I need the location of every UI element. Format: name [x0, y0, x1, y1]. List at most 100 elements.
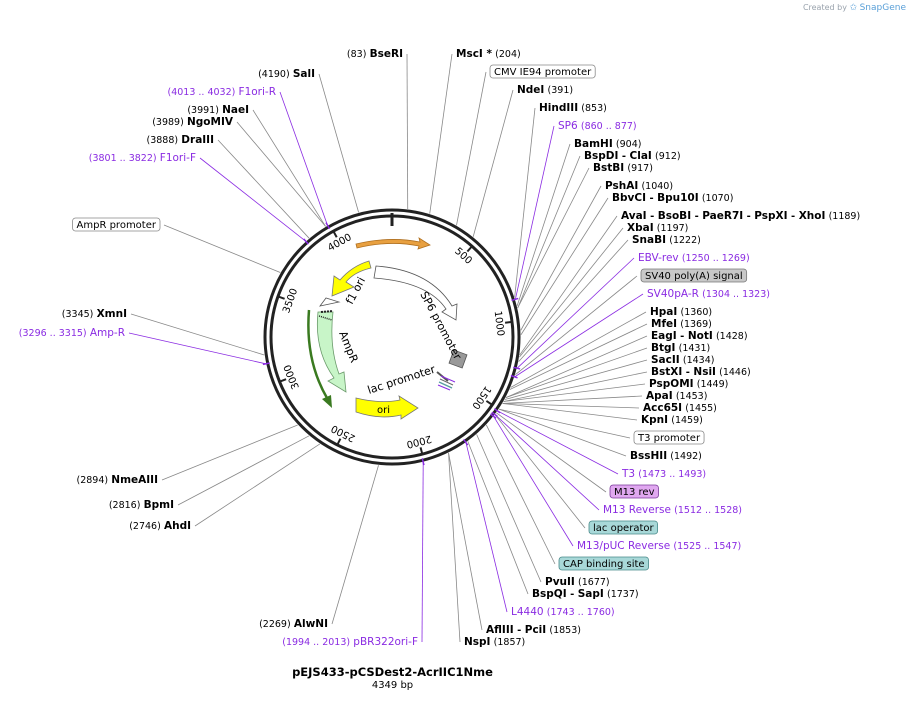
label-46-ampr-promoter-text: AmpR promoter [77, 220, 157, 231]
label-30-m13-rev: M13 rev [609, 484, 659, 499]
label-45-f1ori-f-pos: (3801 .. 3822) [89, 153, 157, 164]
ruler-tick-label-1000: 1000 [492, 310, 506, 337]
label-18-mfei-leader [509, 323, 648, 390]
label-5-sp6-mark [511, 297, 519, 302]
label-29-t3: T3 (1473 .. 1493) [621, 468, 706, 480]
feature-orange-arrow [355, 237, 431, 250]
label-45-f1ori-f-leader [199, 157, 306, 242]
label-22-bstxi-name2: NsiI [693, 366, 716, 378]
backbone-inner [269, 214, 515, 460]
label-33-m13-puc-reverse-mark [490, 413, 497, 419]
label-53-pbr322ori-f-text: (1994 .. 2013) pBR322ori-F [282, 636, 418, 648]
label-9-pshai-text: PshAI (1040) [605, 180, 673, 192]
label-52-alwni: (2269) AlwNI [259, 618, 328, 630]
label-33-m13-puc-reverse-leader [493, 416, 574, 547]
label-40-sali-leader [318, 73, 359, 213]
label-37-l4440-leader [465, 442, 508, 613]
label-13-snabi-text: SnaBI (1222) [632, 234, 701, 246]
label-10-bbvci-text: BbvCI - Bpu10I (1070) [612, 192, 733, 204]
label-14-ebv-rev-leader [516, 257, 635, 369]
label-37-l4440-name: L4440 [511, 606, 544, 618]
label-28-bsshii-pos: (1492) [670, 451, 702, 462]
label-33-m13-puc-reverse-name: M13/pUC Reverse [577, 540, 670, 552]
label-39-nspi: NspI (1857) [464, 636, 525, 648]
label-14-ebv-rev: EBV-rev (1250 .. 1269) [638, 252, 750, 264]
label-28-bsshii-leader [498, 408, 627, 457]
label-0-bseri-name: BseRI [370, 48, 403, 60]
label-29-t3-pos: (1473 .. 1493) [638, 469, 706, 480]
label-50-bpmi-text: (2816) BpmI [109, 499, 174, 511]
label-15-sv40-poly-a-signal: SV40 poly(A) signal [640, 268, 748, 283]
label-11-avai-name4: PspXI [754, 210, 787, 222]
label-29-t3-leader [497, 410, 619, 475]
label-36-bspqi: BspQI - SapI (1737) [532, 588, 639, 600]
label-36-bspqi-name: BspQI [532, 588, 567, 600]
label-8-bstbi: BstBI (917) [593, 162, 653, 174]
label-3-ndei-pos: (391) [548, 85, 574, 96]
label-50-bpmi-name: BpmI [144, 499, 174, 511]
label-33-m13-puc-reverse-text: M13/pUC Reverse (1525 .. 1547) [577, 540, 741, 552]
label-7-bspdi-sep: - [618, 151, 629, 162]
feature-gray-box [448, 349, 468, 369]
label-7-bspdi-leader [517, 155, 581, 309]
label-19-eagi-text: EagI - NotI (1428) [651, 330, 748, 342]
label-53-pbr322ori-f: (1994 .. 2013) pBR322ori-F [282, 636, 418, 648]
label-19-eagi-leader [505, 335, 648, 398]
label-31-m13-reverse-name: M13 Reverse [603, 504, 671, 516]
label-22-bstxi-pos: (1446) [719, 367, 751, 378]
label-4-hindiii-text: HindIII (853) [539, 102, 607, 114]
label-51-ahdi-name: AhdI [164, 520, 191, 532]
label-11-avai-name2: BsoBI [658, 210, 691, 222]
label-47-xmni-name: XmnI [97, 308, 127, 320]
label-43-ngomiv-name: NgoMIV [187, 116, 234, 128]
feature-ampr-promoter-mark [320, 310, 334, 313]
label-47-xmni: (3345) XmnI [62, 308, 127, 320]
label-40-sali-pos: (4190) [258, 69, 290, 80]
label-leader-lines [128, 53, 648, 643]
label-25-acc65i-text: Acc65I (1455) [643, 402, 717, 414]
label-11-avai-pos: (1189) [829, 211, 861, 222]
label-9-pshai-pos: (1040) [641, 181, 673, 192]
label-5-sp6-text: SP6 (860 .. 877) [558, 120, 637, 132]
feature-sp6-promoter-arrow [373, 265, 458, 321]
label-36-bspqi-text: BspQI - SapI (1737) [532, 588, 639, 600]
label-35-pvuii-text: PvuII (1677) [545, 576, 610, 588]
label-2-cmv-ie94-promoter-leader [456, 71, 487, 226]
label-50-bpmi-pos: (2816) [109, 500, 141, 511]
label-26-kpni-leader [502, 403, 638, 421]
feature-ampr-arrow [317, 311, 347, 393]
label-4-hindiii-pos: (853) [581, 103, 607, 114]
label-31-m13-reverse-pos: (1512 .. 1528) [674, 505, 742, 516]
label-4-hindiii-name: HindIII [539, 102, 578, 114]
label-29-t3-mark [493, 408, 501, 414]
label-38-afliii-pos: (1853) [549, 625, 581, 636]
ruler-tick-1000 [504, 320, 513, 324]
label-18-mfei: MfeI (1369) [651, 318, 712, 330]
label-26-kpni-name: KpnI [641, 414, 668, 426]
label-2-cmv-ie94-promoter-box [489, 64, 596, 79]
label-16-sv40pa-r: SV40pA-R (1304 .. 1323) [647, 288, 770, 300]
label-20-btgi-name: BtgI [651, 342, 675, 354]
label-3-ndei: NdeI (391) [517, 84, 573, 96]
label-6-bamhi-leader [516, 143, 571, 306]
label-53-pbr322ori-f-leader [421, 462, 424, 643]
label-49-nmeaiii-name: NmeAIII [111, 474, 158, 486]
label-32-lac-operator: lac operator [588, 520, 658, 535]
label-46-ampr-promoter: AmpR promoter [72, 217, 161, 232]
label-1-msci-pos: (204) [495, 49, 521, 60]
label-19-eagi-name2: NotI [688, 330, 713, 342]
label-28-bsshii: BssHII (1492) [630, 450, 702, 462]
label-27-t3-promoter-box [633, 430, 705, 445]
label-41-f1ori-r-text: (4013 .. 4032) F1ori-R [167, 86, 276, 98]
label-25-acc65i: Acc65I (1455) [643, 402, 717, 414]
label-51-ahdi-text: (2746) AhdI [129, 520, 191, 532]
label-41-f1ori-r-leader [279, 91, 328, 226]
label-12-xbai-pos: (1197) [657, 223, 689, 234]
snapgene-logo-icon: ✩ [849, 3, 858, 13]
label-42-naei-pos: (3991) [187, 105, 219, 116]
label-42-naei-name: NaeI [222, 104, 249, 116]
label-38-afliii-sep: - [514, 625, 525, 636]
backbone-outer [263, 208, 521, 466]
label-41-f1ori-r-name: F1ori-R [239, 86, 276, 98]
label-16-sv40pa-r-leader [514, 293, 644, 378]
